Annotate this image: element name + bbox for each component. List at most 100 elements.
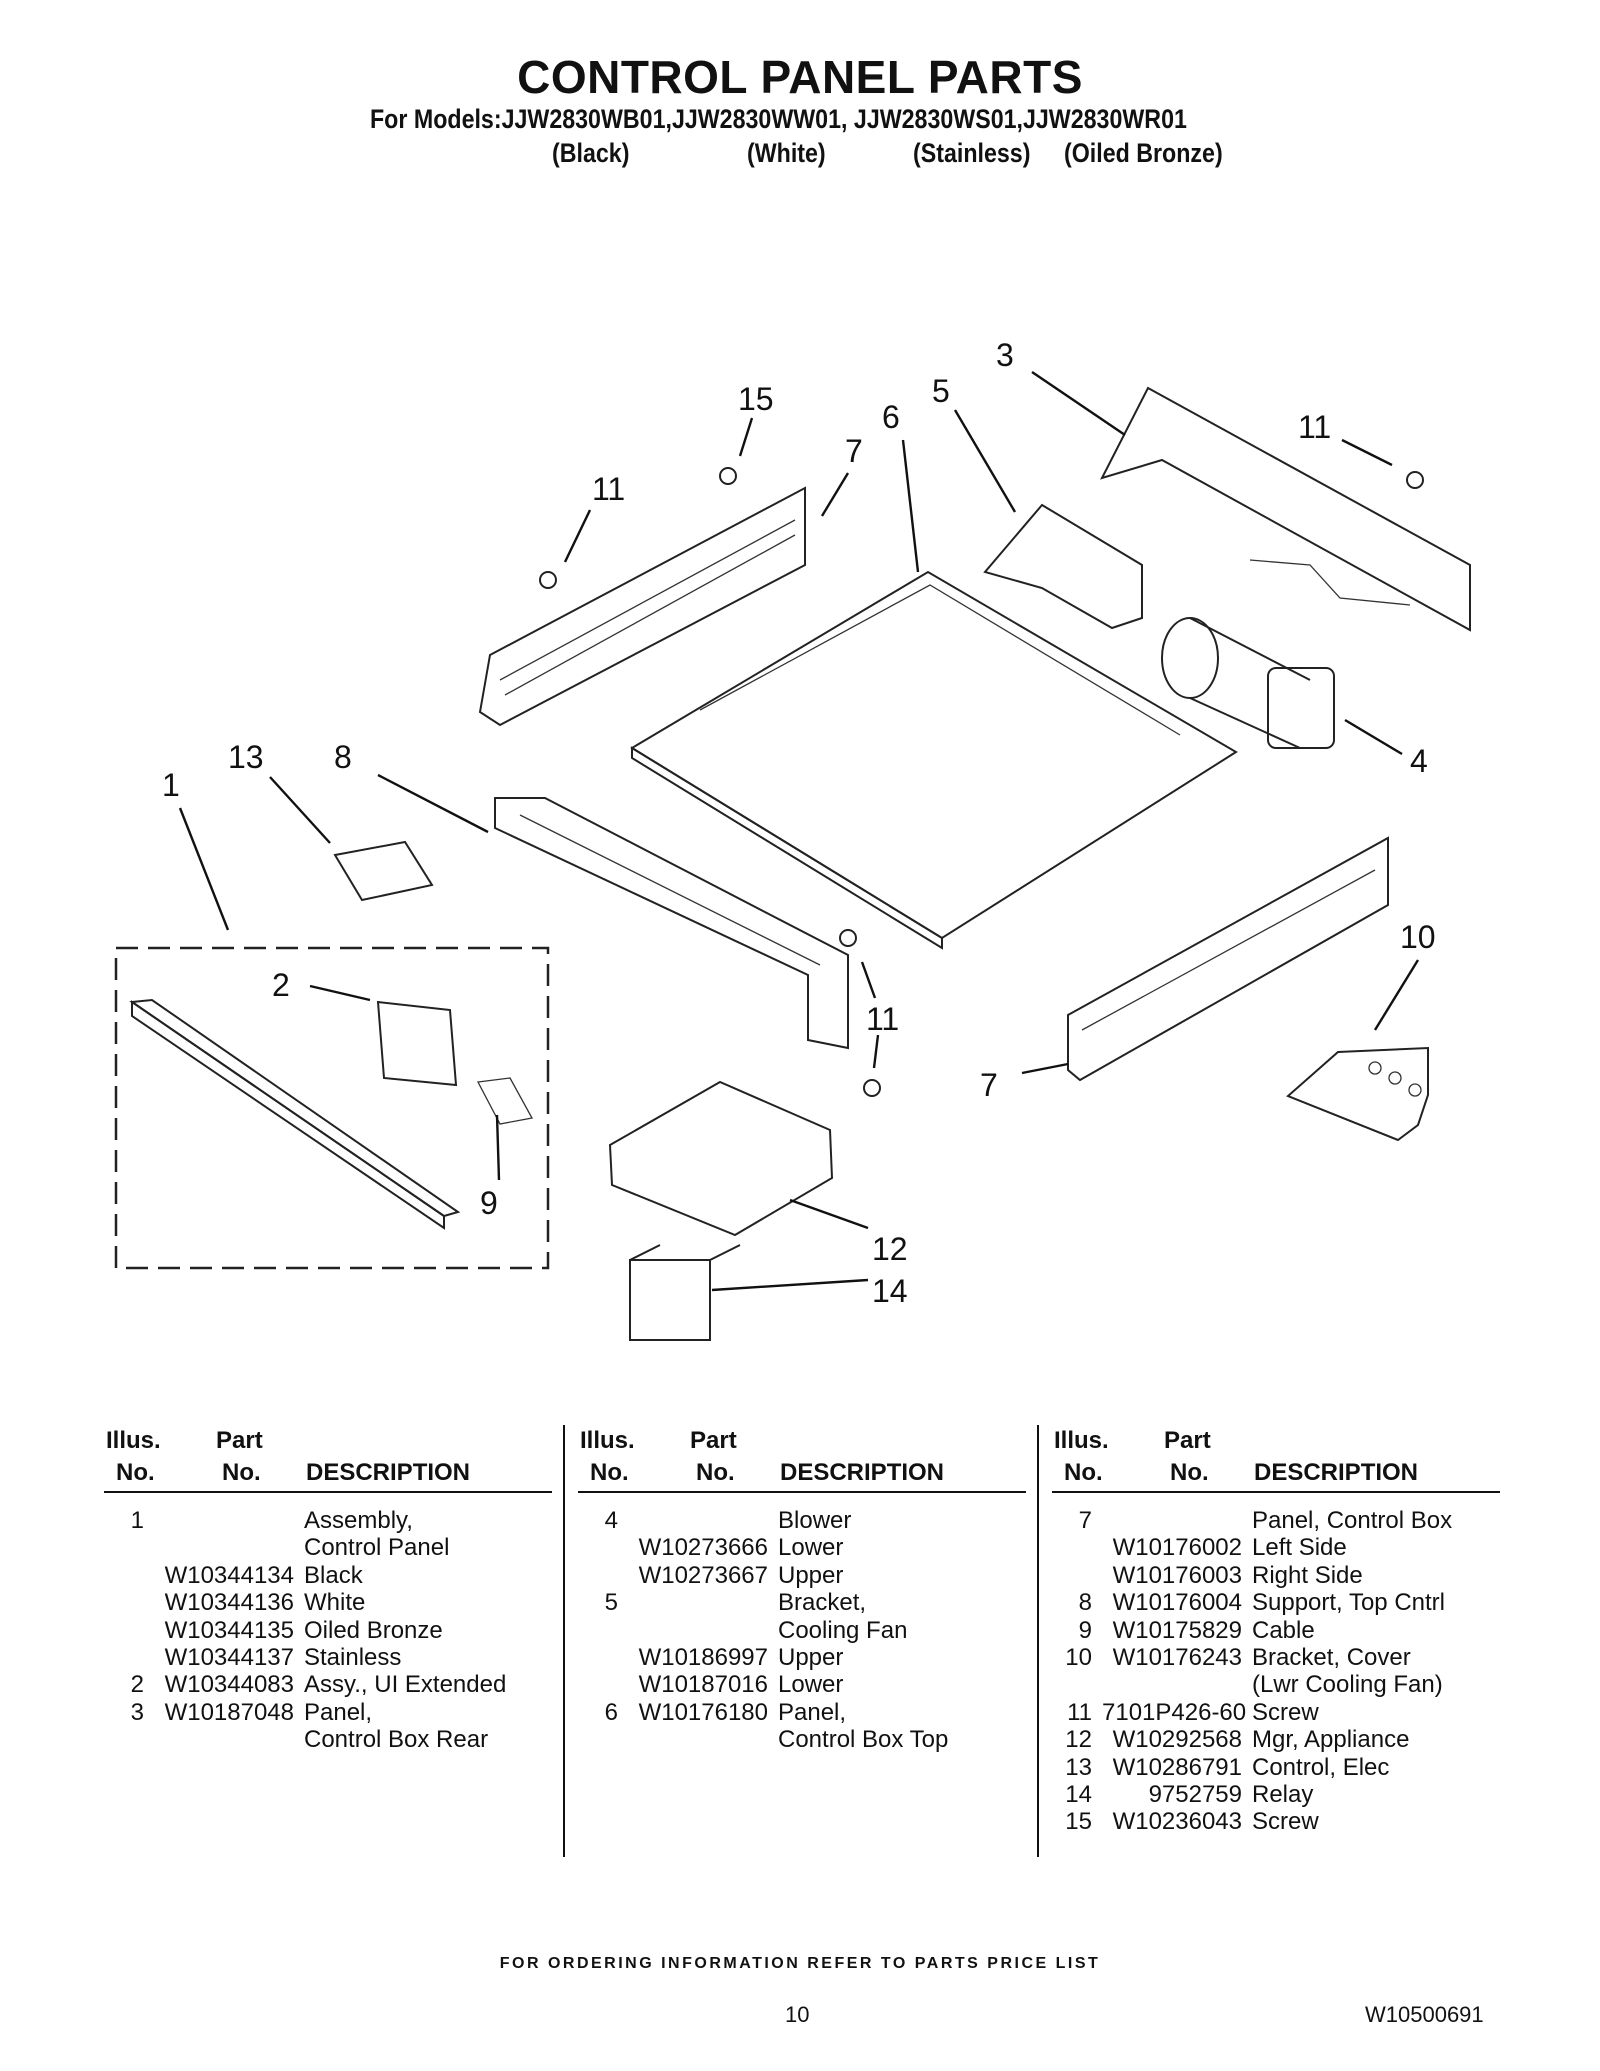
callout-11-right: 11 xyxy=(1298,409,1331,445)
cell-no: 8 xyxy=(1078,1589,1092,1617)
cell-desc: Blower xyxy=(778,1507,852,1534)
appliance-manager xyxy=(608,1080,834,1237)
cell-part: W10344083 xyxy=(164,1671,294,1699)
right-side-panel xyxy=(1067,836,1389,1082)
callout-2: 2 xyxy=(272,967,290,1003)
color-black: (Black) xyxy=(552,138,630,168)
header-description: DESCRIPTION xyxy=(1254,1459,1419,1486)
cell-part: W10176180 xyxy=(638,1698,768,1726)
page-title: CONTROL PANEL PARTS xyxy=(517,51,1083,103)
cell-desc: Panel, Control Box xyxy=(1252,1507,1453,1534)
cell-desc: White xyxy=(304,1589,366,1617)
cell-desc: Cooling Fan xyxy=(778,1616,908,1644)
cell-desc: Assembly, xyxy=(304,1507,413,1534)
cell-part: W10344137 xyxy=(164,1643,294,1671)
cell-part: W10175829 xyxy=(1112,1616,1242,1644)
header-part-no: No. xyxy=(222,1459,261,1486)
cell-part: W10187016 xyxy=(638,1671,768,1699)
table-header: Illus. No. Part No. DESCRIPTION xyxy=(578,1425,1026,1493)
cell-desc: Right Side xyxy=(1252,1561,1363,1589)
cell-no: 12 xyxy=(1065,1726,1092,1754)
callout-14: 14 xyxy=(872,1273,908,1309)
cell-desc: Panel, xyxy=(304,1698,373,1726)
callout-4: 4 xyxy=(1410,743,1428,779)
table-row: 6 W10176180 Panel, xyxy=(578,1699,1026,1726)
table-row: 4 Blower xyxy=(578,1507,1026,1534)
table-row: Control Box Top xyxy=(578,1726,1026,1753)
control-box-rear-panel xyxy=(1100,386,1471,632)
cell-no: 10 xyxy=(1065,1643,1092,1671)
callout-9: 9 xyxy=(480,1185,498,1221)
callout-11-left: 11 xyxy=(592,471,625,507)
cell-desc: Bracket, xyxy=(778,1589,867,1617)
callout-10: 10 xyxy=(1400,919,1436,955)
callout-13: 13 xyxy=(228,739,264,775)
header-description: DESCRIPTION xyxy=(780,1459,945,1486)
callout-3: 3 xyxy=(996,337,1014,373)
cell-part: W10176002 xyxy=(1112,1534,1242,1562)
cell-no: 5 xyxy=(604,1589,618,1617)
cell-no: 3 xyxy=(130,1698,144,1726)
control-panel-assembly xyxy=(129,998,534,1230)
cell-desc: Support, Top Cntrl xyxy=(1252,1589,1445,1617)
cell-desc: Lower xyxy=(778,1671,844,1699)
cell-part: W10273666 xyxy=(638,1534,768,1562)
table-row: (Lwr Cooling Fan) xyxy=(1052,1671,1500,1698)
cell-desc: Control, Elec xyxy=(1252,1753,1390,1781)
table-row: 8 W10176004 Support, Top Cntrl xyxy=(1052,1589,1500,1616)
relay xyxy=(629,1244,741,1341)
callout-8: 8 xyxy=(334,739,352,775)
cell-desc: Panel, xyxy=(778,1698,847,1726)
cell-desc: Control Box Top xyxy=(778,1726,949,1754)
table-row: 5 Bracket, xyxy=(578,1589,1026,1616)
cell-desc: (Lwr Cooling Fan) xyxy=(1252,1671,1443,1699)
header-part: Part xyxy=(216,1427,263,1454)
electronic-control xyxy=(333,840,434,902)
cell-no: 6 xyxy=(604,1698,618,1726)
cell-desc: Cable xyxy=(1252,1616,1315,1644)
column-divider xyxy=(1037,1425,1039,1857)
header-part-no: No. xyxy=(696,1459,735,1486)
callout-5: 5 xyxy=(932,373,950,409)
table-row: W10176002 Left Side xyxy=(1052,1534,1500,1561)
header-no: No. xyxy=(1064,1459,1103,1486)
callout-7-right: 7 xyxy=(980,1067,998,1103)
assembly-1-box xyxy=(114,946,550,1270)
document-number: W10500691 xyxy=(1365,2002,1484,2027)
cell-desc: Assy., UI Extended xyxy=(304,1671,507,1699)
callout-12: 12 xyxy=(872,1231,908,1267)
cell-part: W10176004 xyxy=(1112,1589,1242,1617)
cell-desc: Upper xyxy=(778,1561,844,1589)
ordering-note: FOR ORDERING INFORMATION REFER TO PARTS … xyxy=(499,1955,1101,1972)
cell-desc: Mgr, Appliance xyxy=(1252,1726,1410,1754)
color-oiled-bronze: (Oiled Bronze) xyxy=(1064,138,1223,168)
table-row: W10344136 White xyxy=(104,1589,552,1616)
cell-desc: Bracket, Cover xyxy=(1252,1643,1411,1671)
cell-desc: Left Side xyxy=(1252,1534,1347,1562)
control-box-top-panel xyxy=(630,570,1238,950)
header-illus: Illus. xyxy=(106,1427,161,1454)
cell-part: 7101P426-60 xyxy=(1102,1698,1247,1726)
cell-part: W10292568 xyxy=(1112,1726,1242,1754)
cell-desc: Upper xyxy=(778,1643,844,1671)
cell-part: W10187048 xyxy=(164,1698,294,1726)
cell-no: 4 xyxy=(604,1507,618,1534)
header-illus: Illus. xyxy=(1054,1427,1109,1454)
header-part-no: No. xyxy=(1170,1459,1209,1486)
header-no: No. xyxy=(590,1459,629,1486)
header-description: DESCRIPTION xyxy=(306,1459,471,1486)
screws xyxy=(539,467,1424,1097)
header-part: Part xyxy=(690,1427,737,1454)
cell-part: W10344136 xyxy=(164,1589,294,1617)
exploded-parts-diagram: 3 5 6 7 15 11 11 4 8 13 1 2 9 11 7 10 12… xyxy=(114,337,1471,1341)
